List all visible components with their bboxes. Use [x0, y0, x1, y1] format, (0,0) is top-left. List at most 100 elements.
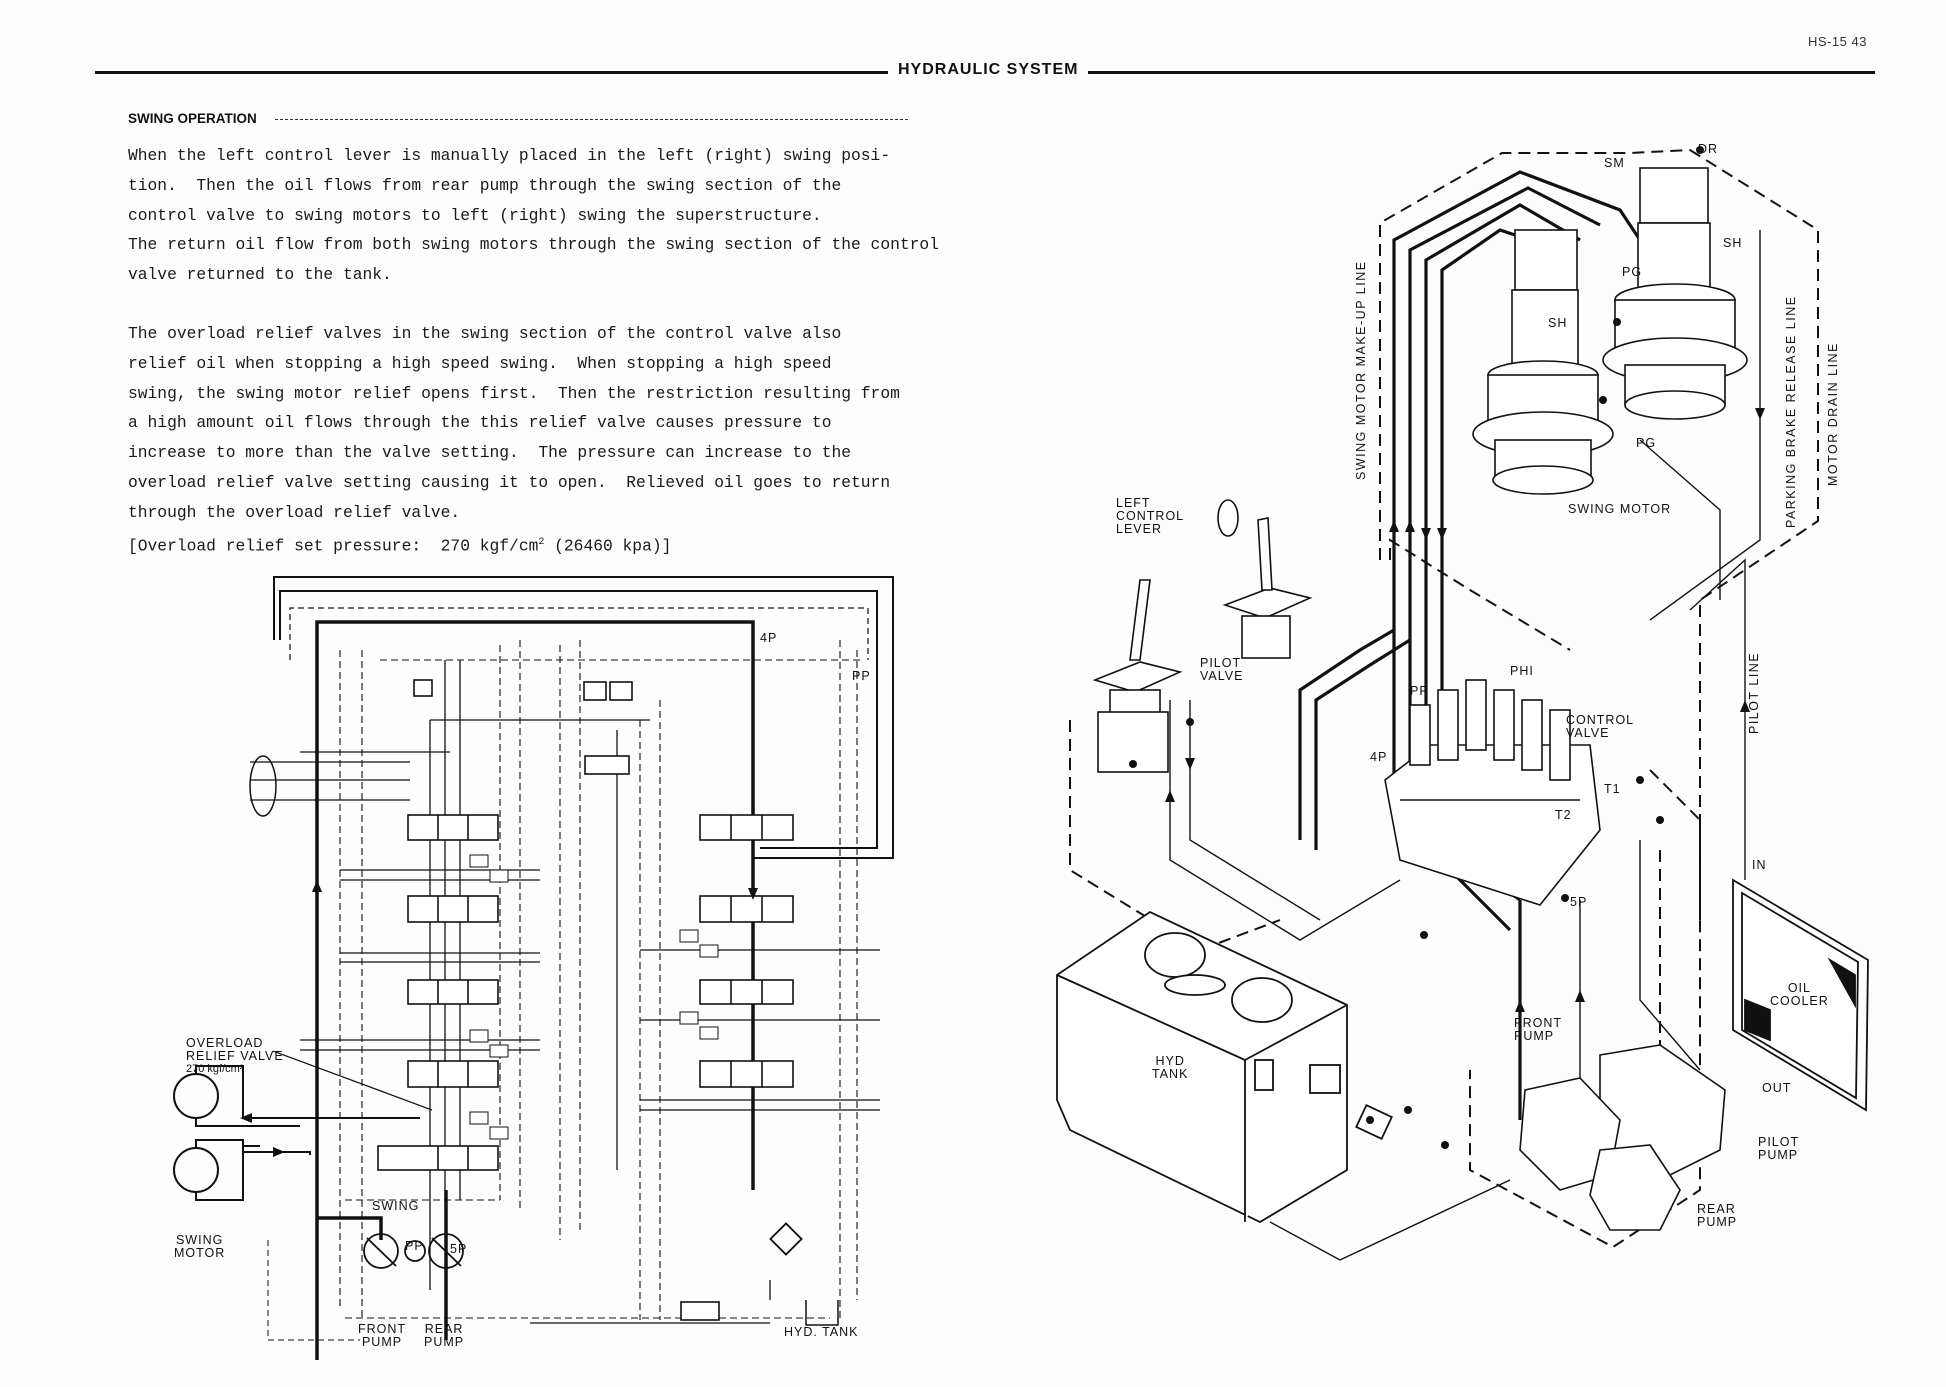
label-sh-left: SH: [1548, 316, 1568, 330]
motor-drain-line-label: MOTOR DRAIN LINE: [1826, 342, 1840, 486]
label-line: PILOT: [1200, 656, 1242, 670]
line-bundle-ellipse: [249, 755, 277, 817]
relief-valves: [469, 854, 719, 1140]
label-line: SWING: [175, 1233, 224, 1247]
text-line: relief oil when stopping a high speed sw…: [128, 353, 832, 373]
text-line: The return oil flow from both swing moto…: [128, 235, 939, 255]
label-dr: DR: [1698, 142, 1719, 156]
pump-5p-label: 5P: [450, 1242, 468, 1256]
label-sh-right: SH: [1723, 236, 1743, 250]
label-line: VALVE: [1200, 669, 1244, 683]
oil-cooler-label: OIL COOLER: [1770, 982, 1829, 1008]
label-in: IN: [1752, 858, 1767, 872]
pressure-suffix: (26460 kpa)]: [544, 536, 672, 555]
label-line: OVERLOAD: [186, 1036, 264, 1050]
label-line: LEFT: [1116, 496, 1151, 510]
label-pg-top: PG: [1622, 265, 1643, 279]
hyd-tank-label: HYD. TANK: [784, 1325, 859, 1339]
oil-cooler-pictorial: [1732, 878, 1869, 1112]
text-line: through the overload relief valve.: [128, 502, 461, 522]
rear-pump-pictorial-label: REAR PUMP: [1697, 1203, 1737, 1229]
label-line: FRONT: [1514, 1016, 1563, 1030]
main-pressure-lines: [315, 620, 755, 1360]
label-line: COOLER: [1770, 994, 1829, 1008]
front-pump-pictorial-label: FRONT PUMP: [1514, 1017, 1562, 1043]
pressure-sup: 2: [538, 536, 545, 548]
page-number: HS-15 43: [1808, 34, 1867, 49]
rear-pump-label: REAR PUMP: [424, 1323, 464, 1349]
section-title: SWING OPERATION: [128, 111, 257, 126]
section-rule: [275, 119, 908, 121]
label-phi: PHI: [1510, 664, 1534, 678]
text-line: a high amount oil flows through the this…: [128, 413, 832, 433]
label-line: CONTROL: [1116, 509, 1185, 523]
left-control-lever-label: LEFT CONTROL LEVER: [1116, 497, 1184, 536]
label-4p: 4P: [1370, 750, 1388, 764]
paragraph-swing-flow: When the left control lever is manually …: [128, 141, 939, 290]
label-line: 270 kgf/cm²: [186, 1063, 244, 1075]
text-line: swing, the swing motor relief opens firs…: [128, 383, 900, 403]
label-line: VALVE: [1566, 726, 1610, 740]
label-out: OUT: [1762, 1081, 1792, 1095]
label-5p: 5P: [1570, 895, 1588, 909]
schematic-label-pp: PP: [852, 669, 871, 683]
overload-relief-label: OVERLOAD RELIEF VALVE 270 kgf/cm²: [186, 1037, 284, 1076]
text-line: overload relief valve setting causing it…: [128, 472, 891, 492]
text-line: The overload relief valves in the swing …: [128, 324, 842, 343]
label-line: FRONT: [358, 1322, 407, 1336]
label-line: PUMP: [361, 1335, 403, 1349]
label-line: PUMP: [424, 1335, 465, 1349]
text-line: control valve to swing motors to left (r…: [128, 205, 822, 225]
label-t1: T1: [1604, 782, 1621, 796]
schematic-label-4p: 4P: [760, 631, 778, 645]
page-title: HYDRAULIC SYSTEM: [888, 61, 1089, 79]
label-line: RELIEF VALVE: [186, 1049, 284, 1063]
hyd-tank-pictorial: [1056, 910, 1393, 1224]
pump-pp-label: PP: [405, 1239, 424, 1253]
label-line: OIL: [1787, 981, 1811, 995]
pilot-valve-label: PILOT VALVE: [1200, 657, 1243, 683]
pressure-spec: [Overload relief set pressure: 270 kgf/c…: [128, 528, 900, 561]
schematic-frame-lines: [250, 576, 894, 859]
label-line: HYD: [1155, 1054, 1185, 1068]
control-valve-pictorial: [1384, 679, 1601, 906]
label-line: TANK: [1152, 1067, 1189, 1081]
text-line: tion. Then the oil flows from rear pump …: [128, 175, 842, 195]
text-line: When the left control lever is manually …: [128, 146, 891, 165]
pump-symbols: [267, 1222, 839, 1341]
makeup-line-label: SWING MOTOR MAKE-UP LINE: [1354, 260, 1368, 480]
pilot-pump-label: PILOT PUMP: [1758, 1136, 1799, 1162]
label-pp: PP: [1410, 684, 1429, 698]
label-sm: SM: [1604, 156, 1625, 170]
work-port-lines: [300, 660, 880, 1324]
pictorial-pressure-lines: [1298, 170, 1642, 1120]
label-line: PUMP: [1758, 1148, 1799, 1162]
label-line: LEVER: [1116, 522, 1162, 536]
pilot-valve-pictorial: [1092, 499, 1313, 773]
label-line: REAR: [1697, 1202, 1736, 1216]
label-line: REAR: [424, 1322, 464, 1336]
swing-motor-pictorial-label: SWING MOTOR: [1568, 502, 1672, 516]
label-line: CONTROL: [1566, 713, 1635, 727]
label-t2: T2: [1555, 808, 1572, 822]
paragraph-overload-relief: The overload relief valves in the swing …: [128, 319, 900, 561]
hyd-tank-pictorial-label: HYD TANK: [1152, 1055, 1188, 1081]
pilot-line-label: PILOT LINE: [1747, 651, 1761, 734]
swing-motor-label: SWING MOTOR: [174, 1234, 225, 1260]
junction-dots: [1129, 146, 1704, 1149]
overload-pointer-line: [272, 1050, 433, 1111]
label-line: PILOT: [1758, 1135, 1800, 1149]
label-line: MOTOR: [174, 1246, 226, 1260]
swing-section-label: SWING: [372, 1199, 420, 1213]
swing-motor-symbols: [173, 1065, 420, 1201]
pressure-prefix: [Overload relief set pressure: 270 kgf/c…: [128, 536, 539, 555]
label-line: PUMP: [1697, 1215, 1738, 1229]
front-pump-label: FRONT PUMP: [358, 1323, 406, 1349]
pictorial-thin-lines: [1169, 230, 1761, 1261]
swing-motor-pictorial: [1472, 167, 1748, 495]
text-line: valve returned to the tank.: [128, 265, 392, 285]
label-line: PUMP: [1514, 1029, 1555, 1043]
flow-arrows: [240, 408, 1765, 1157]
